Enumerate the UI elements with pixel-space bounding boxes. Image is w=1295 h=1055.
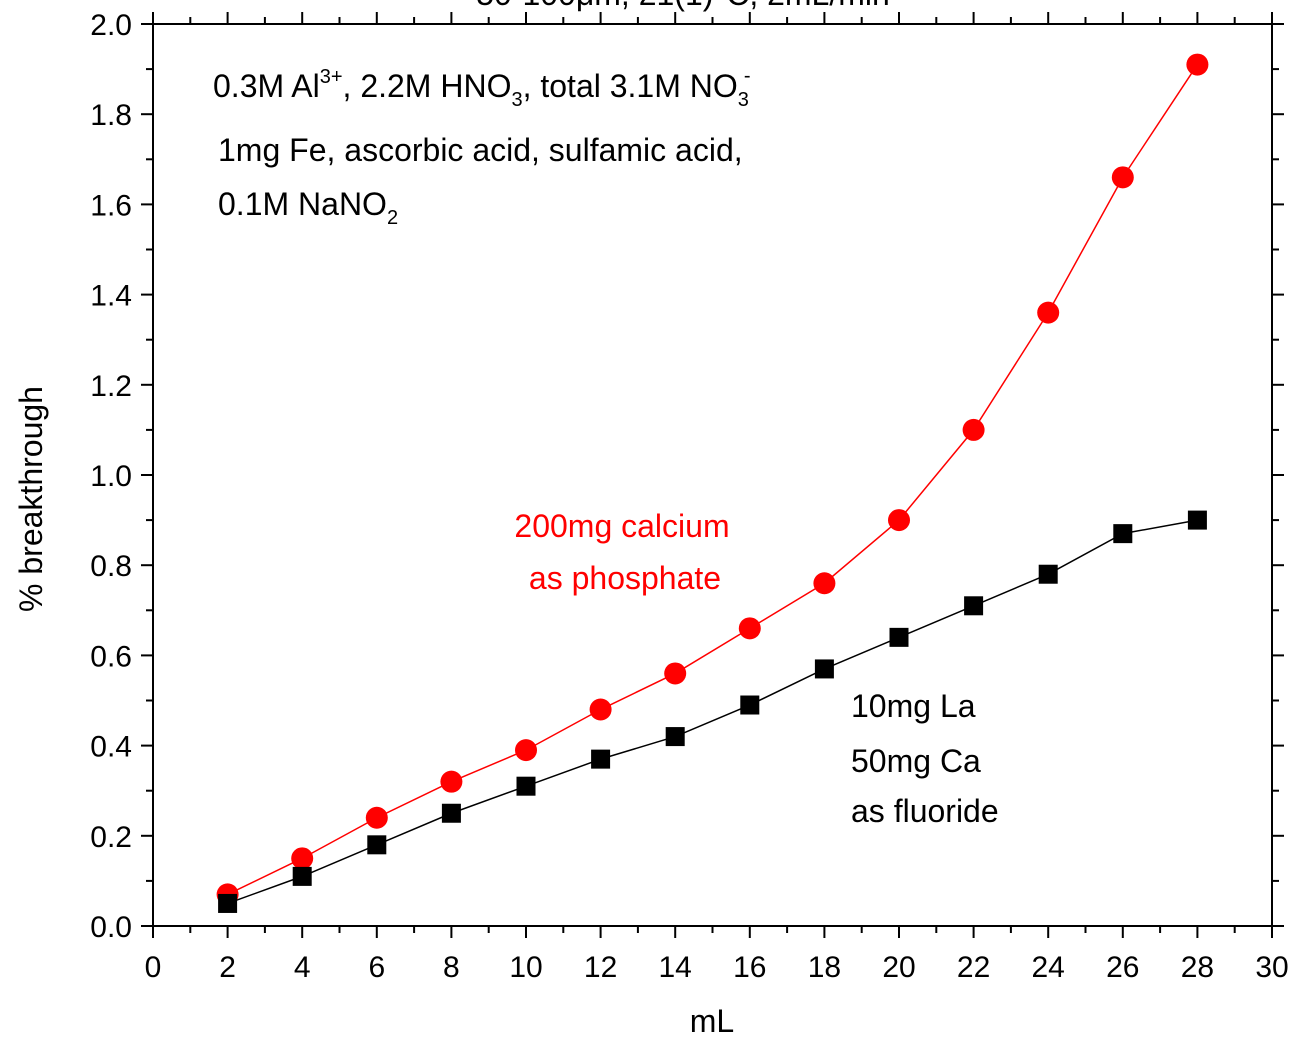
conditions-hno3-sub: 3 — [511, 89, 522, 111]
x-tick-label: 2 — [219, 951, 236, 984]
red-series-label-1: 200mg calcium — [514, 508, 729, 544]
series-0-point — [664, 662, 687, 685]
series-0-point — [888, 509, 910, 532]
series-1-point — [591, 749, 611, 769]
x-tick-label: 12 — [584, 951, 617, 984]
series-1-line — [227, 519, 1198, 905]
chart-title: 50-100μm, 21(1)°C, 2mL/min — [476, 0, 890, 12]
series-0-point — [365, 806, 388, 829]
series-0-point — [515, 739, 537, 762]
x-tick-label: 4 — [294, 951, 311, 984]
series-1-point — [665, 727, 685, 747]
y-tick-label: 0.2 — [90, 821, 132, 854]
x-tick-label: 10 — [509, 951, 542, 984]
x-tick-label: 24 — [1032, 951, 1065, 984]
axis-ticks — [141, 12, 1284, 938]
series-1-point — [1113, 524, 1133, 544]
series-markers — [216, 53, 1209, 913]
y-tick-label: 0.6 — [90, 640, 132, 673]
conditions-line-1: 0.3M Al3+, 2.2M HNO3, total 3.1M NO3- — [213, 65, 751, 111]
x-tick-label: 20 — [882, 951, 915, 984]
series-1-point — [441, 803, 461, 823]
y-tick-label: 1.0 — [90, 460, 132, 493]
series-0-line — [227, 64, 1199, 896]
series-lines — [227, 64, 1199, 905]
series-1-point — [516, 776, 536, 796]
plot-frame — [152, 23, 1273, 927]
y-tick-label: 0.4 — [90, 731, 132, 764]
series-0-point — [1186, 53, 1209, 76]
black-series-label-3: as fluoride — [851, 793, 999, 829]
series-0-point — [962, 418, 985, 441]
series-0-point — [440, 770, 463, 793]
y-tick-label: 1.8 — [90, 99, 132, 132]
x-tick-label: 8 — [443, 951, 460, 984]
series-1-point — [292, 866, 312, 886]
y-tick-label: 1.4 — [90, 280, 132, 313]
series-0-point — [291, 847, 314, 870]
conditions-nano2: 0.1M NaNO — [218, 186, 387, 222]
series-0-point — [1037, 301, 1060, 324]
series-1-point — [889, 627, 909, 647]
series-0-point — [1111, 166, 1134, 189]
black-series-label-1: 10mg La — [851, 688, 976, 724]
x-tick-label: 28 — [1181, 951, 1214, 984]
black-series-label-2: 50mg Ca — [851, 743, 981, 779]
y-tick-label: 2.0 — [90, 9, 132, 42]
conditions-nitrate-sub: 3 — [738, 89, 749, 111]
series-0-point — [589, 698, 612, 721]
x-tick-label: 16 — [733, 951, 766, 984]
series-1-point — [814, 659, 834, 679]
x-axis-label: mL — [690, 1003, 734, 1039]
series-1-point — [367, 835, 387, 855]
conditions-al-charge: 3+ — [320, 66, 343, 88]
series-1-point — [1187, 510, 1207, 530]
conditions-al: 0.3M Al — [213, 68, 320, 104]
conditions-nitrate: , total 3.1M NO — [523, 68, 738, 104]
x-tick-label: 18 — [808, 951, 841, 984]
series-0-point — [738, 617, 761, 640]
series-1-point — [218, 893, 238, 913]
y-tick-label: 0.8 — [90, 550, 132, 583]
conditions-hno3: , 2.2M HNO — [343, 68, 512, 104]
y-tick-label: 1.2 — [90, 370, 132, 403]
conditions-line-3: 0.1M NaNO2 — [218, 186, 398, 229]
y-tick-label: 1.6 — [90, 189, 132, 222]
x-tick-label: 14 — [659, 951, 692, 984]
x-tick-label: 30 — [1255, 951, 1288, 984]
conditions-nitrate-sup: - — [744, 65, 751, 87]
x-tick-label: 22 — [957, 951, 990, 984]
series-0-point — [813, 572, 836, 595]
x-tick-label: 6 — [368, 951, 385, 984]
conditions-line-2: 1mg Fe, ascorbic acid, sulfamic acid, — [218, 132, 743, 168]
x-tick-label: 26 — [1106, 951, 1139, 984]
series-1-point — [740, 695, 760, 715]
series-1-point — [964, 596, 984, 616]
conditions-nano2-sub: 2 — [387, 207, 398, 229]
y-tick-labels: 0.0 0.2 0.4 0.6 0.8 1.0 1.2 1.4 1.6 1.8 2.0 — [90, 9, 132, 944]
y-tick-label: 0.0 — [90, 911, 132, 944]
x-tick-label: 0 — [145, 951, 162, 984]
red-series-label-2: as phosphate — [529, 560, 721, 596]
y-axis-label: % breakthrough — [13, 386, 49, 612]
series-1-point — [1038, 564, 1058, 584]
